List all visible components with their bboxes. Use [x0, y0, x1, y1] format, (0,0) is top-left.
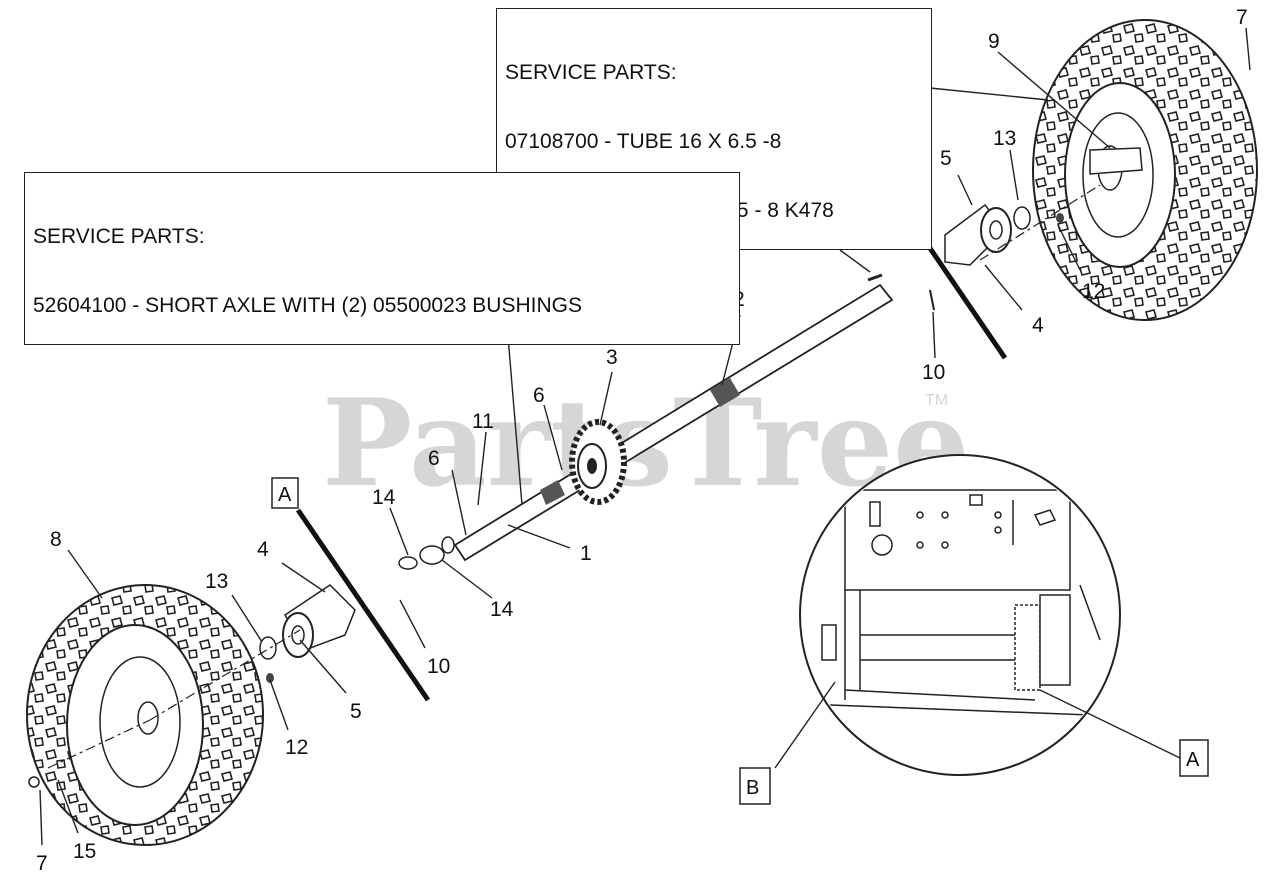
part-label-13-right: 13	[993, 127, 1016, 150]
axle-service-line-2: 52604100 - SHORT AXLE WITH (2) 05500023 …	[33, 294, 582, 317]
watermark-trademark: TM	[925, 392, 948, 409]
part-label-5-left: 5	[350, 700, 362, 723]
part-label-14-lower: 14	[490, 598, 514, 621]
part-label-4-left: 4	[257, 538, 269, 561]
part-label-8: 8	[50, 528, 62, 551]
part-label-14-upper: 14	[372, 486, 396, 509]
right-wheel	[1032, 19, 1258, 321]
part-label-7-left: 7	[36, 852, 48, 875]
drive-gear	[569, 419, 627, 505]
part-label-11-left: 11	[472, 410, 494, 433]
part-label-4-right: 4	[1032, 314, 1044, 337]
part-label-12-right: 12	[1082, 280, 1105, 303]
part-label-13-left: 13	[205, 570, 228, 593]
left-wheel	[26, 584, 264, 846]
section-label-b-inset: B	[746, 777, 759, 799]
section-label-a-inset: A	[1186, 749, 1200, 771]
left-hardware	[28, 536, 455, 788]
part-label-6-upper: 6	[533, 384, 545, 407]
part-label-3: 3	[606, 346, 618, 369]
wheel-service-line-2: 07108700 - TUBE 16 X 6.5 -8	[505, 130, 782, 153]
part-label-6-lower: 6	[428, 447, 440, 470]
inset-detail	[774, 454, 1181, 776]
section-label-a-main: A	[278, 484, 292, 506]
part-label-9: 9	[988, 30, 1000, 53]
part-label-10-left: 10	[427, 655, 450, 678]
axle-service-line-1: SERVICE PARTS:	[33, 225, 205, 248]
axle-service-parts-box: SERVICE PARTS: 52604100 - SHORT AXLE WIT…	[24, 172, 740, 345]
part-label-7-right: 7	[1236, 6, 1248, 29]
part-label-5-right: 5	[940, 147, 952, 170]
part-label-10-right: 10	[922, 361, 945, 384]
wheel-service-line-1: SERVICE PARTS:	[505, 61, 677, 84]
axle-shaft	[453, 283, 894, 562]
part-label-15: 15	[73, 840, 96, 863]
part-label-1: 1	[580, 542, 592, 565]
part-label-12-left: 12	[285, 736, 308, 759]
right-hardware	[867, 184, 1101, 311]
